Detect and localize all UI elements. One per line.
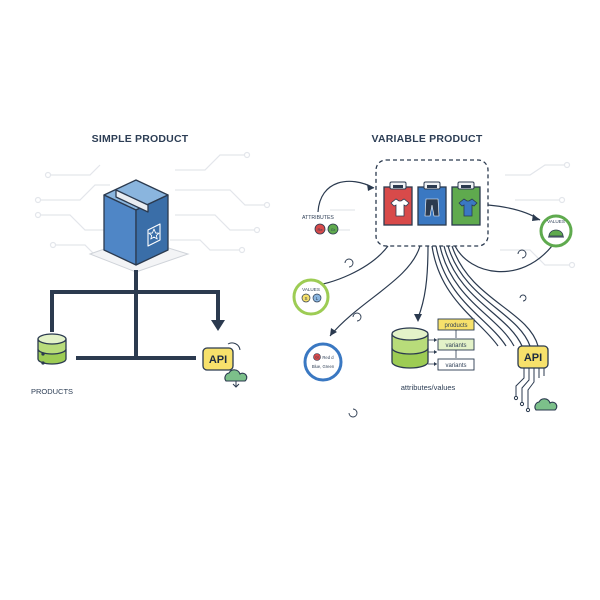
api-badge xyxy=(202,347,234,371)
cloud-icon xyxy=(224,369,248,388)
pants-icon xyxy=(424,198,440,217)
value-chip-s: S xyxy=(304,296,307,301)
db-caption: attributes/values xyxy=(401,383,456,392)
variant-card-blue xyxy=(417,181,447,226)
attribute-chip-red: Re xyxy=(317,227,323,232)
circuit-background xyxy=(34,151,576,269)
api-badge-variable xyxy=(517,345,549,369)
variable-connectors xyxy=(309,180,553,347)
db-table-row-variants-1: variants xyxy=(445,343,466,349)
cloche-icon xyxy=(548,229,564,237)
color-values-bubble: Gr Red d Blue, Green xyxy=(303,342,343,382)
tshirt-icon xyxy=(390,198,410,217)
shirt-icon xyxy=(458,198,478,217)
product-box-icon xyxy=(103,179,169,266)
simple-connectors xyxy=(50,270,220,360)
values-label: VALUES xyxy=(302,287,320,292)
api-label: API xyxy=(209,354,227,366)
api-circuit-legs xyxy=(513,368,545,413)
variable-database-icon xyxy=(391,327,429,369)
database-icon xyxy=(37,333,67,365)
color-bubble-line1: Red d xyxy=(322,355,334,360)
value-chip-l: L xyxy=(316,296,319,301)
db-table-row-products: products xyxy=(444,323,467,329)
down-arrow-icon xyxy=(211,320,225,331)
loop-markers xyxy=(344,249,527,418)
variant-card-green xyxy=(451,181,481,226)
cloud-icon-variable xyxy=(534,398,558,411)
api-label-variable: API xyxy=(524,352,542,364)
values-circle: VALUES S L xyxy=(292,278,330,316)
variant-card-red xyxy=(383,181,413,226)
db-table: products variants variants xyxy=(428,318,475,371)
variants-group-box xyxy=(375,159,489,247)
products-label: PRODUCTS xyxy=(31,387,73,396)
connector-arrowheads xyxy=(330,184,540,336)
attributes-label: ATTRIBUTES xyxy=(302,215,334,221)
attribute-chips: Re Gr xyxy=(314,223,339,235)
simple-product-title: SIMPLE PRODUCT xyxy=(92,133,189,145)
values-right-label: VALUES xyxy=(547,219,565,224)
values-circle-right: VALUES xyxy=(539,214,573,248)
color-bubble-chip: Gr xyxy=(315,356,319,360)
variable-product-title: VARIABLE PRODUCT xyxy=(372,133,483,145)
sync-icon xyxy=(227,342,241,351)
color-bubble-line2: Blue, Green xyxy=(312,364,335,369)
attribute-chip-green: Gr xyxy=(331,227,336,232)
db-table-row-variants-2: variants xyxy=(445,363,466,369)
